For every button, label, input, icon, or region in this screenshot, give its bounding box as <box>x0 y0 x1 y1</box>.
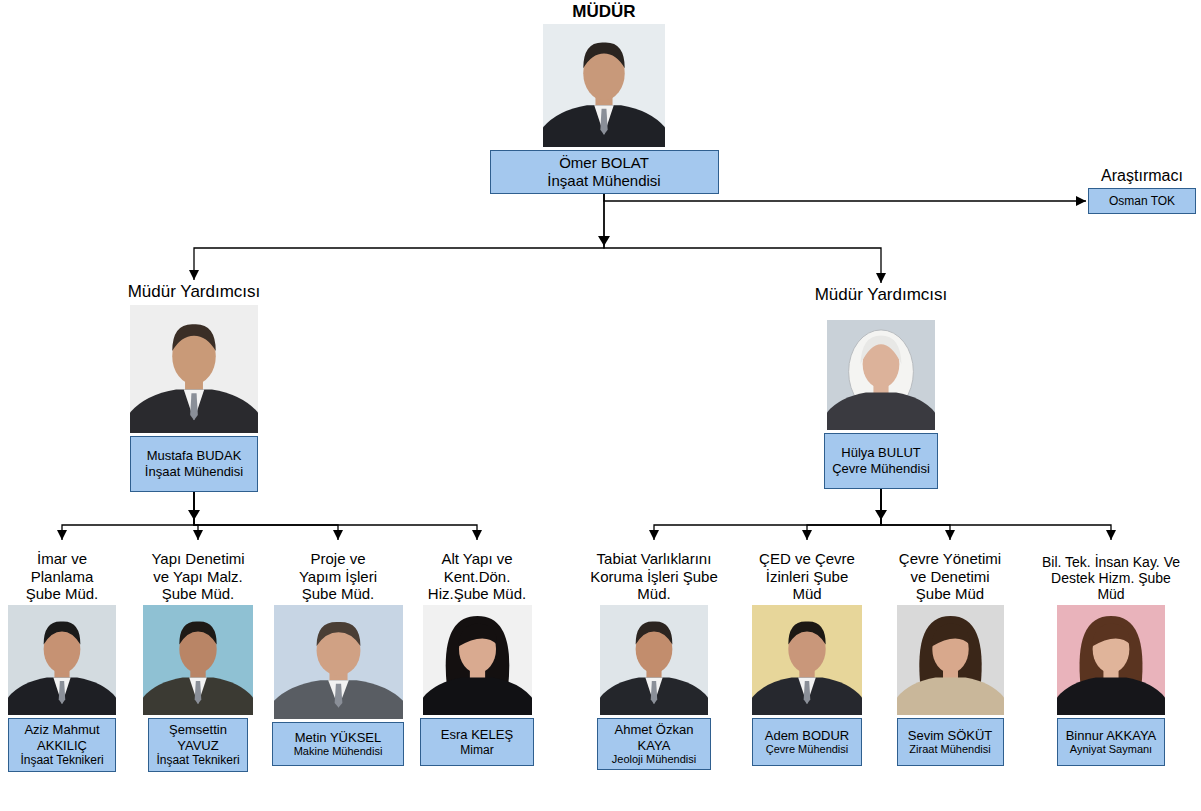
person-name: Esra KELEŞ <box>441 727 513 743</box>
position-heading: Proje ve Yapım İşleri Şube Müd. <box>290 540 386 602</box>
org-unit: Yapı Denetimi ve Yapı Malz. Şube Müd. Şem… <box>138 540 258 772</box>
position-title: Müdür Yardımcısı <box>109 282 279 302</box>
name-box: Mustafa BUDAKİnşaat Mühendisi <box>130 436 258 492</box>
position-heading: Müdür Yardımcısı <box>109 280 279 302</box>
org-unit: ÇED ve Çevre İzinleri Şube MüdAdem BODUR… <box>747 540 867 766</box>
name-box: Aziz Mahmut AKKILIÇİnşaat Teknikeri <box>8 718 116 772</box>
position-title: Bil. Tek. İnsan Kay. Ve Destek Hizm. Şub… <box>1039 554 1184 602</box>
person-name: Sevim SÖKÜT <box>908 728 993 744</box>
person-name: Mustafa BUDAK <box>147 448 242 464</box>
position-heading: Bil. Tek. İnsan Kay. Ve Destek Hizm. Şub… <box>1039 540 1184 602</box>
person-name: Osman TOK <box>1109 194 1175 208</box>
org-unit: Müdür YardımcısıMustafa BUDAKİnşaat Mühe… <box>109 280 279 492</box>
portrait-photo <box>130 305 258 433</box>
org-unit: Bil. Tek. İnsan Kay. Ve Destek Hizm. Şub… <box>1036 540 1186 766</box>
connector-arrow <box>194 492 338 540</box>
position-title: ÇED ve Çevre İzinleri Şube Müd <box>757 550 857 602</box>
position-heading: ÇED ve Çevre İzinleri Şube Müd <box>757 540 857 602</box>
job-title: Ayniyat Saymanı <box>1070 743 1152 756</box>
person-name: Metin YÜKSEL <box>295 730 381 746</box>
job-title: İnşaat Mühendisi <box>145 464 243 480</box>
connector-arrow <box>604 194 1086 201</box>
org-unit: Alt Yapı ve Kent.Dön. Hiz.Şube Müd. Esra … <box>417 540 537 766</box>
job-title: İnşaat Teknikeri <box>20 753 103 767</box>
portrait-photo <box>752 605 862 715</box>
person-name: Binnur AKKAYA <box>1066 728 1157 744</box>
position-title: Tabiat Varlıklarını Koruma İşleri Şube M… <box>589 550 719 602</box>
position-heading: MÜDÜR <box>484 2 724 22</box>
name-box: Esra KELEŞMimar <box>420 718 534 766</box>
person-name: Ahmet Özkan KAYA <box>602 722 706 753</box>
name-box: Ömer BOLATİnşaat Mühendisi <box>490 150 719 194</box>
org-unit: Müdür YardımcısıHülya BULUTÇevre Mühendi… <box>806 283 956 489</box>
name-box: Ahmet Özkan KAYAJeoloji Mühendisi <box>597 718 711 770</box>
name-box: Adem BODURÇevre Mühendisi <box>752 718 862 766</box>
job-title: Ziraat Mühendisi <box>909 743 990 756</box>
connector-arrow <box>654 489 881 540</box>
connector-arrow <box>62 492 194 540</box>
person-name: Hülya BULUT <box>841 445 920 461</box>
position-heading: Araştırmacı <box>1086 165 1198 185</box>
org-unit: Tabiat Varlıklarını Koruma İşleri Şube M… <box>587 540 721 770</box>
position-heading: Müdür Yardımcısı <box>806 283 956 305</box>
portrait-photo <box>423 605 532 715</box>
org-unit: MÜDÜR Ömer BOLATİnşaat Mühendisi <box>484 2 724 194</box>
position-title: MÜDÜR <box>484 2 724 22</box>
job-title: İnşaat Teknikeri <box>156 753 239 767</box>
position-title: Araştırmacı <box>1086 167 1198 185</box>
name-box: Sevim SÖKÜTZiraat Mühendisi <box>897 718 1004 766</box>
position-heading: Tabiat Varlıklarını Koruma İşleri Şube M… <box>589 540 719 602</box>
portrait-photo <box>897 605 1004 715</box>
person-name: Şemsettin YAVUZ <box>153 722 243 753</box>
position-heading: İmar ve Planlama Şube Müd. <box>16 540 108 602</box>
position-title: Proje ve Yapım İşleri Şube Müd. <box>290 550 386 602</box>
org-unit: AraştırmacıOsman TOK <box>1086 165 1198 214</box>
org-unit: Çevre Yönetimi ve Denetimi Şube MüdSevim… <box>890 540 1010 766</box>
position-title: Müdür Yardımcısı <box>806 285 956 305</box>
position-title: Yapı Denetimi ve Yapı Malz. Şube Müd. <box>142 550 254 602</box>
name-box: Osman TOK <box>1088 188 1196 214</box>
job-title: İnşaat Mühendisi <box>547 172 660 190</box>
connector-arrow <box>807 489 881 540</box>
org-unit: İmar ve Planlama Şube Müd. Aziz Mahmut AK… <box>2 540 122 772</box>
position-title: Alt Yapı ve Kent.Dön. Hiz.Şube Müd. <box>425 550 530 602</box>
name-box: Hülya BULUTÇevre Mühendisi <box>824 433 938 489</box>
position-heading: Alt Yapı ve Kent.Dön. Hiz.Şube Müd. <box>425 540 530 602</box>
name-box: Binnur AKKAYAAyniyat Saymanı <box>1057 718 1165 766</box>
connector-arrow <box>194 492 477 540</box>
person-name: Ömer BOLAT <box>559 154 649 172</box>
connector-arrow <box>194 194 604 280</box>
job-title: Çevre Mühendisi <box>832 461 930 477</box>
job-title: Mimar <box>460 743 493 757</box>
portrait-photo <box>8 605 116 715</box>
job-title: Çevre Mühendisi <box>766 743 849 756</box>
person-name: Adem BODUR <box>765 728 850 744</box>
position-title: İmar ve Planlama Şube Müd. <box>16 550 108 602</box>
portrait-photo <box>1057 605 1165 715</box>
name-box: Şemsettin YAVUZİnşaat Teknikeri <box>148 718 248 772</box>
position-heading: Çevre Yönetimi ve Denetimi Şube Müd <box>895 540 1005 602</box>
position-title: Çevre Yönetimi ve Denetimi Şube Müd <box>895 550 1005 602</box>
name-box: Metin YÜKSELMakine Mühendisi <box>272 722 404 766</box>
job-title: Jeoloji Mühendisi <box>612 753 696 766</box>
connector-arrow <box>881 489 1111 540</box>
person-name: Aziz Mahmut AKKILIÇ <box>13 722 111 753</box>
position-heading: Yapı Denetimi ve Yapı Malz. Şube Müd. <box>142 540 254 602</box>
org-unit: Proje ve Yapım İşleri Şube Müd. Metin YÜK… <box>271 540 405 766</box>
connector-arrow <box>604 194 881 283</box>
connector-arrow <box>881 489 950 540</box>
job-title: Makine Mühendisi <box>294 745 383 758</box>
portrait-photo <box>274 605 403 719</box>
portrait-photo <box>600 605 708 715</box>
portrait-photo <box>827 320 935 430</box>
portrait-photo <box>543 24 665 147</box>
portrait-photo <box>143 605 253 715</box>
